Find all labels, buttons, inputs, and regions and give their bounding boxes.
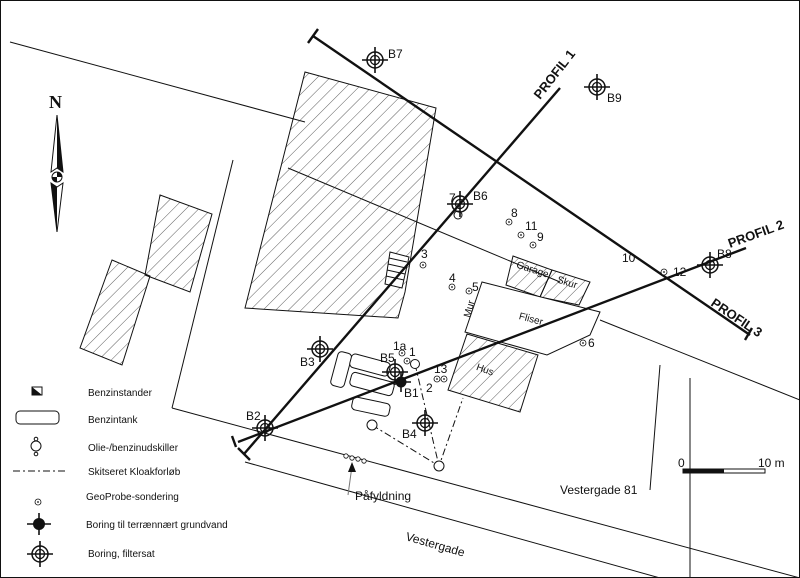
filling-points (343, 453, 367, 464)
geoprobe-label: 9 (537, 230, 544, 244)
profile-2-line (237, 246, 747, 444)
boring-label: B4 (402, 427, 417, 441)
geoprobe-icon (34, 498, 42, 506)
building-small-2 (79, 259, 151, 366)
legend-label: GeoProbe-sondering (86, 492, 179, 503)
geoprobes: 1a 1 2 3 4 5 6 7 8 9 10 11 12 13 (393, 191, 687, 395)
boring-label: B8 (717, 247, 732, 261)
separator-icon (30, 436, 42, 457)
boring-label: B3 (300, 355, 315, 369)
north-arrow: N (49, 92, 64, 233)
boring-label: B9 (607, 91, 622, 105)
boring-label: B1 (404, 386, 419, 400)
legend-label: Olie-/benzinudskiller (88, 443, 179, 454)
boring-shallow-icon (27, 513, 51, 535)
legend-label: Skitseret Kloakforløb (88, 467, 181, 478)
geoprobe-label: 1a (393, 339, 407, 353)
legend-label: Boring, filtersat (88, 549, 155, 560)
geoprobe-label: 2 (426, 381, 433, 395)
legend-label: Benzinstander (88, 388, 153, 399)
geoprobe-label: 1 (409, 345, 416, 359)
geoprobe-label: 5 (472, 280, 479, 294)
main-building (244, 71, 437, 319)
geoprobe-label: 7 (449, 191, 456, 205)
wall-label: Mur (462, 299, 477, 319)
geoprobe-label: 3 (421, 247, 428, 261)
legend-label: Benzintank (88, 415, 138, 426)
scale-end: 10 m (758, 456, 785, 470)
scale-start: 0 (678, 456, 685, 470)
petrol-pump-icon (31, 386, 43, 396)
geoprobe-label: 12 (673, 265, 687, 279)
geoprobe-label: 8 (511, 206, 518, 220)
profile-1-line (243, 87, 561, 455)
boring-label: B6 (473, 189, 488, 203)
buildings: Garage Skur Fliser Hus Mur (79, 71, 601, 413)
boring-label: B7 (388, 47, 403, 61)
filling-label: Påfyldning (355, 489, 411, 503)
petrol-tank-icon (15, 410, 60, 425)
borings: B7 B9 B6 B8 B3 B5 B1 B4 B2 (246, 46, 732, 442)
shed (539, 269, 591, 306)
boring-label: B5 (380, 351, 395, 365)
north-label: N (49, 92, 62, 112)
legend-label: Boring til terrænnært grundvand (86, 520, 228, 531)
paving (464, 281, 601, 356)
petrol-tanks (330, 351, 395, 417)
geoprobe-label: 4 (449, 271, 456, 285)
geoprobe-label: 10 (622, 251, 636, 265)
stairs (384, 251, 410, 289)
geoprobe-label: 13 (434, 362, 448, 376)
profile-3-line (312, 35, 751, 336)
profile-lines (230, 28, 754, 461)
separators (366, 210, 463, 472)
building-small-1 (144, 194, 213, 293)
geoprobe-label: 6 (588, 336, 595, 350)
scale-bar: 0 10 m (678, 456, 785, 474)
geoprobe-label: 11 (525, 219, 538, 233)
legend: Benzinstander Benzintank Olie-/benzinuds… (13, 386, 228, 568)
boundary-lines (9, 41, 800, 578)
boring-label: B2 (246, 409, 261, 423)
address-label: Vestergade 81 (560, 483, 638, 497)
